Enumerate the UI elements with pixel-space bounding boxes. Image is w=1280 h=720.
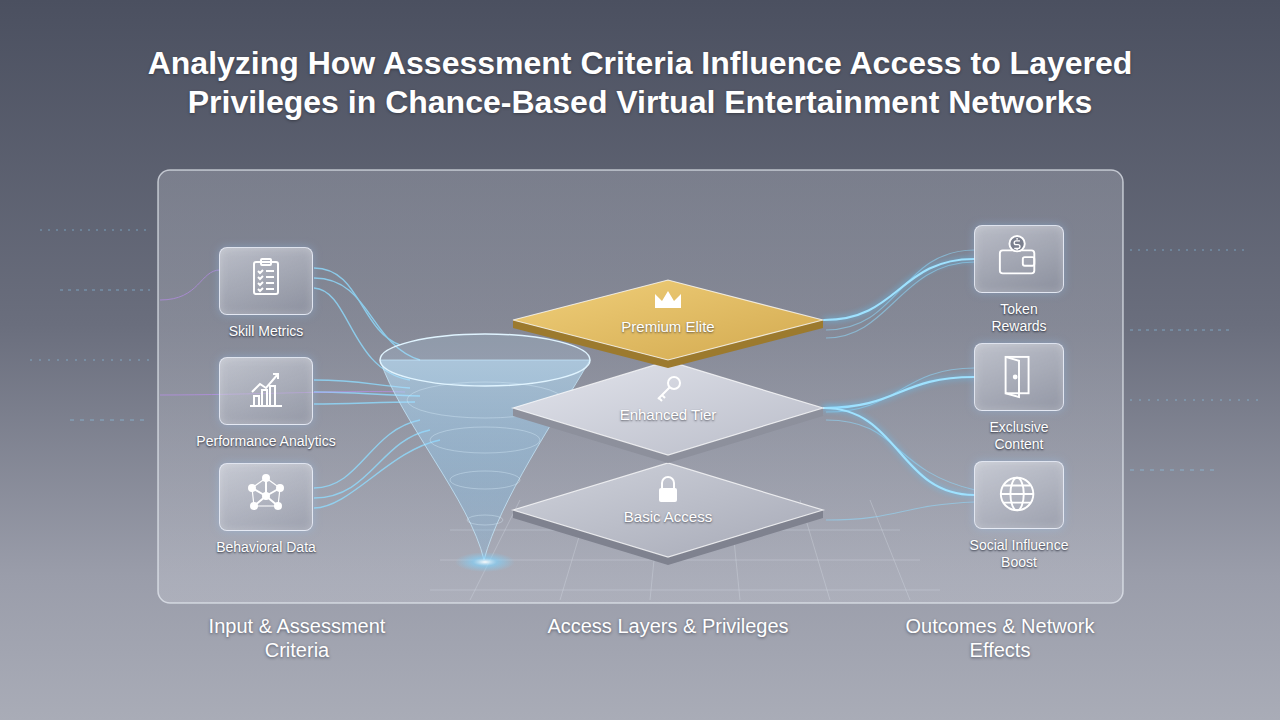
plate-face (513, 280, 823, 360)
node-label: Social Influence Boost (954, 537, 1084, 571)
icon-frame (974, 343, 1064, 411)
icon (220, 248, 312, 314)
criteria-node: Exclusive Content (939, 343, 1099, 453)
icon-frame (219, 247, 313, 315)
diagram-title: Analyzing How Assessment Criteria Influe… (135, 44, 1145, 122)
connector (824, 408, 974, 495)
criteria-node: Performance Analytics (186, 357, 346, 450)
node-label: Token Rewards (971, 301, 1067, 335)
icon (975, 226, 1063, 292)
plate-face (513, 361, 823, 455)
criteria-node: Behavioral Data (186, 463, 346, 556)
icon (975, 462, 1063, 528)
wallet-icon (1000, 236, 1034, 273)
column-label: Input & Assessment Criteria (177, 614, 417, 662)
node-label: Skill Metrics (191, 323, 341, 340)
icon (220, 358, 312, 424)
tier-label: Basic Access (512, 508, 824, 525)
door-icon (1006, 357, 1029, 397)
connector (824, 259, 974, 320)
network-icon (249, 475, 283, 509)
tier-label: Premium Elite (512, 318, 824, 335)
icon (220, 464, 312, 530)
globe-icon (1001, 478, 1034, 511)
tier-label: Enhanced Tier (512, 406, 824, 423)
node-label: Exclusive Content (971, 419, 1067, 453)
tier-plate: Basic Access (512, 462, 824, 558)
chart-icon (250, 374, 282, 406)
key-icon (658, 377, 680, 401)
icon-frame (974, 461, 1064, 529)
criteria-node: Skill Metrics (186, 247, 346, 340)
criteria-node: Token Rewards (939, 225, 1099, 335)
icon-frame (219, 463, 313, 531)
plate-face (513, 463, 823, 557)
criteria-node: Social Influence Boost (939, 461, 1099, 571)
crown-icon (655, 291, 681, 308)
node-label: Performance Analytics (186, 433, 346, 450)
node-label: Behavioral Data (191, 539, 341, 556)
clipboard-icon (254, 259, 278, 294)
lock-icon (659, 477, 677, 502)
connector (824, 377, 974, 408)
column-label: Access Layers & Privileges (538, 614, 798, 638)
icon-frame (974, 225, 1064, 293)
tier-plate: Premium Elite (512, 279, 824, 361)
column-label: Outcomes & Network Effects (900, 614, 1100, 662)
tier-plate: Enhanced Tier (512, 360, 824, 456)
icon-frame (219, 357, 313, 425)
icon (975, 344, 1063, 410)
